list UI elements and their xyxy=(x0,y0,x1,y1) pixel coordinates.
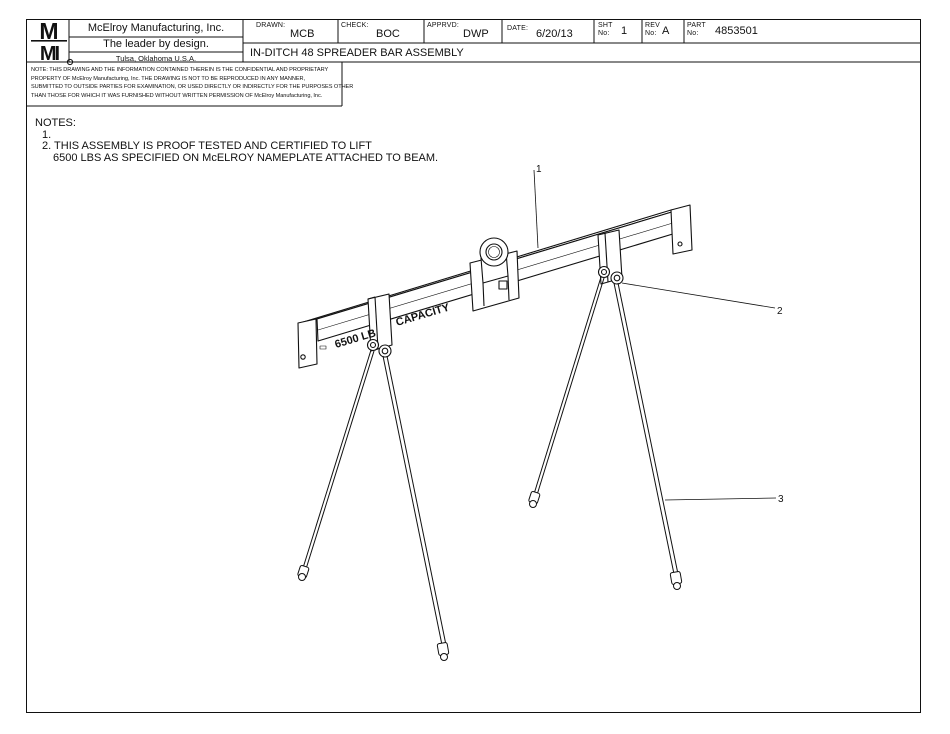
rev-value: A xyxy=(662,25,670,37)
callout-3: 3 xyxy=(778,494,784,505)
company-name: McElroy Manufacturing, Inc. xyxy=(87,22,225,34)
notes-heading: NOTES: xyxy=(35,117,76,129)
sht-label: SHT xyxy=(598,22,613,29)
notice-line: THAN THOSE FOR WHICH IT WAS FURNISHED WI… xyxy=(31,92,323,99)
company-location: Tulsa, Oklahoma U.S.A. xyxy=(115,53,197,63)
drawn-label: DRAWN: xyxy=(256,22,286,29)
notice-line: PROPERTY OF McElroy Manufacturing, Inc. … xyxy=(31,75,306,82)
date-label: DATE: xyxy=(507,25,529,32)
notice-line: NOTE: THIS DRAWING AND THE INFORMATION C… xyxy=(31,67,329,73)
notes-block: NOTES: 1. 2. THIS ASSEMBLY IS PROOF TEST… xyxy=(35,117,439,164)
logo-letter-top: M xyxy=(39,19,58,44)
sht-no-label: No: xyxy=(598,30,610,37)
callout-2: 2 xyxy=(777,306,783,317)
drawn-value: MCB xyxy=(290,28,315,40)
right-sling-bracket xyxy=(597,229,624,285)
sling-end-fittings xyxy=(297,491,683,661)
note-item-1: 1. xyxy=(42,128,52,141)
part-value: 4853501 xyxy=(715,25,758,37)
callout-1: 1 xyxy=(536,164,542,175)
apprvd-value: DWP xyxy=(463,28,489,40)
note-item-2: 2. THIS ASSEMBLY IS PROOF TESTED AND CER… xyxy=(42,140,372,152)
sht-value: 1 xyxy=(621,25,628,37)
center-lifting-eye xyxy=(469,237,520,312)
circle-icon xyxy=(66,53,74,66)
company-tagline: The leader by design. xyxy=(103,38,209,50)
rev-label: REV xyxy=(645,22,660,29)
check-value: BOC xyxy=(376,28,400,40)
apprvd-label: APPRVD: xyxy=(427,22,460,29)
company-logo: M MI xyxy=(29,18,69,65)
confidential-notice: NOTE: THIS DRAWING AND THE INFORMATION C… xyxy=(31,66,353,100)
drawing-title: IN-DITCH 48 SPREADER BAR ASSEMBLY xyxy=(250,47,464,59)
left-sling-bracket xyxy=(366,293,393,358)
part-label: PART xyxy=(687,22,706,29)
note-item-2-continued: 6500 LBS AS SPECIFIED ON McELROY NAMEPLA… xyxy=(53,151,439,164)
wire-rope-slings xyxy=(302,276,679,646)
date-value: 6/20/13 xyxy=(536,28,573,40)
check-label: CHECK: xyxy=(341,22,369,29)
callout-leaders xyxy=(533,169,777,501)
part-no-label: No: xyxy=(687,30,699,37)
drawing-frame xyxy=(26,19,921,713)
notice-line: SUBMITTED TO OUTSIDE PARTIES FOR EXAMINA… xyxy=(31,84,354,91)
logo-letter-bottom: MI xyxy=(40,43,60,62)
rev-no-label: No: xyxy=(645,30,657,37)
